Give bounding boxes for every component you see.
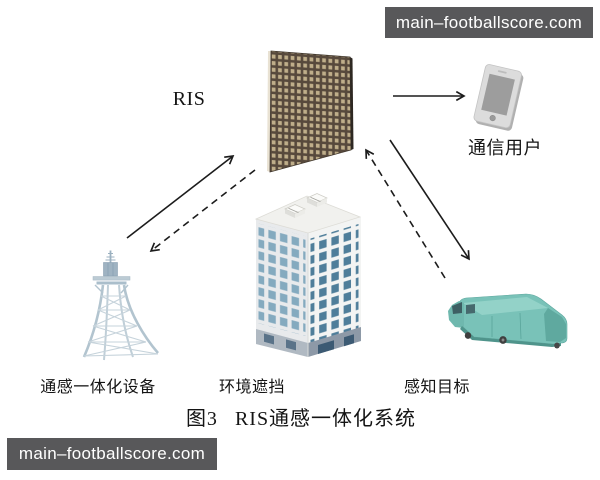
phone-icon xyxy=(473,64,524,131)
comm-user-label: 通信用户 xyxy=(468,138,542,158)
ris-panel-icon xyxy=(267,50,354,173)
tower-icon xyxy=(82,250,159,361)
watermark-bottom-left: main–footballscore.com xyxy=(7,438,217,470)
ris-label: RIS xyxy=(172,88,206,110)
figure-caption-number: 图3 xyxy=(185,408,218,430)
van-icon xyxy=(448,293,568,349)
arrow-device-to-ris xyxy=(126,154,235,239)
roof-ac-unit xyxy=(284,204,306,218)
watermark-top-right: main–footballscore.com xyxy=(385,7,593,38)
env-block-label: 环境遮挡 xyxy=(218,379,286,396)
arrow-ris-to-device-dashed xyxy=(149,169,256,253)
sensing-target-label: 感知目标 xyxy=(403,379,471,396)
figure-caption-title: RIS通感一体化系统 xyxy=(234,408,417,430)
arrow-ris-to-target xyxy=(389,139,470,261)
arrow-target-to-ris-dashed xyxy=(365,148,446,279)
figure-caption: 图3 RIS通感一体化系统 xyxy=(186,402,416,431)
roof-ac-unit xyxy=(306,193,328,207)
isac-device-label: 通感一体化设备 xyxy=(40,379,156,396)
building-icon xyxy=(254,193,362,357)
